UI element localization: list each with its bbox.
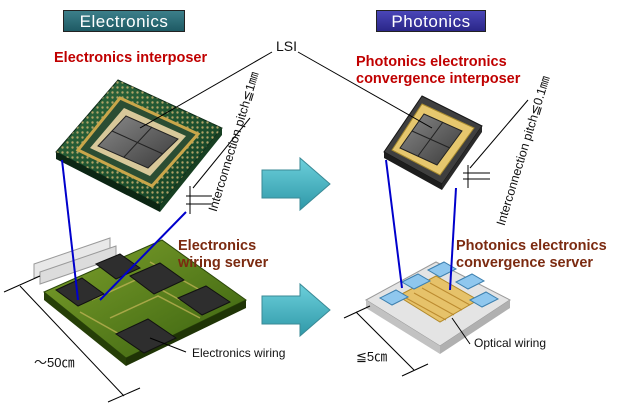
pitch-dimension-photonics xyxy=(463,99,529,188)
photonics-header: Photonics xyxy=(376,10,486,32)
photonics-server-line1: Photonics electronics xyxy=(456,238,607,254)
connector-lines xyxy=(61,159,457,301)
electronics-interposer-package xyxy=(55,79,223,212)
photonics-interposer-label: Photonics electronics convergence interp… xyxy=(356,54,520,88)
photonics-server-line2: convergence server xyxy=(456,255,594,271)
electronics-server-board xyxy=(33,237,247,366)
size-dimension-electronics xyxy=(3,275,141,403)
size-label-photonics: ≦5㎝ xyxy=(356,349,388,364)
optical-wiring-leader xyxy=(451,317,471,345)
pitch-dimension-electronics xyxy=(186,117,251,214)
optical-wiring-label: Optical wiring xyxy=(474,336,547,350)
transition-arrow-top xyxy=(261,156,331,212)
electronics-wiring-label: Electronics wiring xyxy=(192,346,286,360)
electronics-wiring-leader xyxy=(149,337,187,353)
electronics-interposer-label: Electronics interposer xyxy=(54,50,208,66)
transition-arrow-bottom xyxy=(261,282,331,338)
photonics-server-label: Photonics electronics convergence server xyxy=(456,238,607,272)
lsi-leader-right xyxy=(297,51,433,129)
electronics-server-label: Electronics wiring server xyxy=(178,238,268,272)
photonics-interposer-package xyxy=(383,95,483,190)
photonics-interposer-line1: Photonics electronics xyxy=(356,54,507,70)
lsi-label: LSI xyxy=(276,38,298,54)
size-dimension-photonics xyxy=(343,305,429,377)
lsi-leader-left xyxy=(139,51,273,129)
photonics-interposer-line2: convergence interposer xyxy=(356,71,521,87)
electronics-server-line1: Electronics xyxy=(178,238,257,254)
electronics-header: Electronics xyxy=(63,10,185,32)
size-label-electronics: ～50㎝ xyxy=(34,355,75,370)
electronics-server-line2: wiring server xyxy=(178,255,269,271)
